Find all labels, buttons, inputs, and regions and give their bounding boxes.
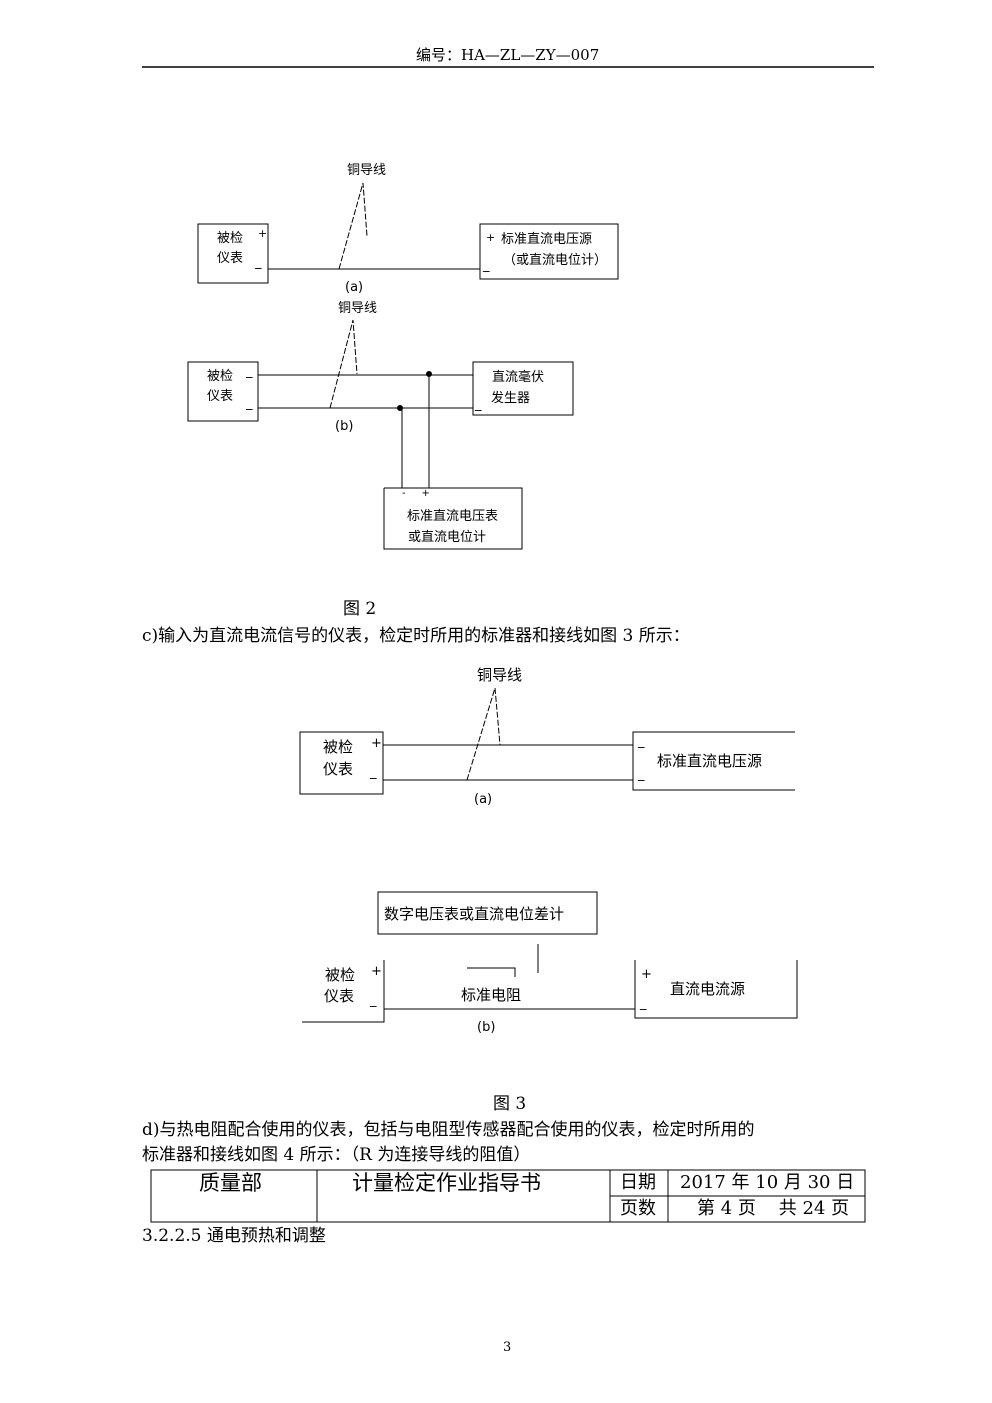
fig3a-caption: (a) [474,792,493,807]
fig2a-dut-label: 被检 [217,231,244,246]
fig2a-source-label: （或直流电位计） [503,253,608,268]
fig2b-meter-label: 标准直流电压表 [407,509,499,524]
figure-3-caption: 图 3 [493,1094,527,1114]
terminal-minus: _ [640,996,647,1011]
footer-title: 计量检定作业指导书 [352,1171,541,1195]
fig3a-source-box [632,731,795,791]
terminal-minus: _ [255,255,262,270]
fig2b-dut-label: 被检 [207,369,234,384]
fig2b-wire-label: 铜导线 [338,301,378,316]
fig2b-caption: (b) [335,419,354,434]
terminal-plus: + [641,967,652,982]
terminal-minus: _ [475,397,482,412]
fig3a-dut-box [299,731,384,795]
fig2a-leader [338,182,368,270]
terminal-plus: + [258,227,268,240]
terminal-plus: + [486,231,496,244]
paragraph-d: 标准器和接线如图 4 所示：（R 为连接导线的阻值） [142,1145,531,1165]
fig2a-wire-label: 铜导线 [347,163,387,178]
terminal-plus: + [371,964,382,979]
fig2b-gen-box [472,361,574,416]
doc-code: 编号：HA—ZL—ZY—007 [416,46,600,64]
fig2a-caption: (a) [345,280,364,295]
fig3b-meter-label: 数字电压表或直流电位差计 [384,905,565,923]
terminal-minus: _ [483,258,490,273]
paragraph-d: d)与热电阻配合使用的仪表，包括与电阻型传感器配合使用的仪表，检定时所用的 [142,1120,755,1140]
fig3a-dut-label: 被检 [323,738,354,756]
fig2b-meter-terminals: - + [402,488,430,499]
paragraph-c: c)输入为直流电流信号的仪表，检定时所用的标准器和接线如图 3 所示： [142,626,690,646]
fig3a-dut-label: 仪表 [323,760,354,778]
fig3b-resistor-label: 标准电阻 [461,986,522,1004]
fig2b-meter-box [383,487,523,550]
fig3b-meter-box [377,891,598,935]
fig2b-meter-label: 或直流电位计 [408,530,487,545]
terminal-minus: _ [638,734,645,749]
fig3a-source-label: 标准直流电压源 [657,752,763,770]
fig2b-dut-label: 仪表 [207,389,234,404]
fig2a-dut-box [197,223,269,284]
footer-dept: 质量部 [199,1171,262,1195]
page-number: 3 [503,1340,512,1355]
fig2a-source-box [479,223,619,280]
fig3b-source-label: 直流电流源 [670,980,746,998]
terminal-minus: _ [370,765,377,780]
footer-page-value: 第 4 页 共 24 页 [697,1198,850,1219]
fig3b-dut-label: 仪表 [324,987,355,1005]
fig3b-source-box [634,960,798,1019]
fig2b-gen-label: 直流毫伏 [492,370,545,385]
fig2a-dut-label: 仪表 [217,251,244,266]
footer-date-value: 2017 年 10 月 30 日 [680,1172,855,1193]
terminal-minus: _ [638,767,645,782]
footer-date-label: 日期 [620,1172,656,1193]
footer-page-label: 页数 [620,1198,656,1219]
terminal-minus: _ [246,396,253,411]
fig3b-resistor-mark [467,967,516,977]
fig2a-source-label: 标准直流电压源 [501,232,593,247]
figure-2-caption: 图 2 [343,599,377,619]
fig3a-wire-label: 铜导线 [477,666,523,684]
fig2b-gen-label: 发生器 [491,391,531,406]
fig2b-dut-box [187,361,259,422]
terminal-plus: + [371,736,382,751]
terminal-minus: _ [370,993,377,1008]
fig3b-dut-label: 被检 [325,966,356,984]
terminal-minus: _ [246,364,253,379]
section-heading: 3.2.2.5 通电预热和调整 [142,1226,326,1246]
fig3b-caption: (b) [477,1020,496,1035]
